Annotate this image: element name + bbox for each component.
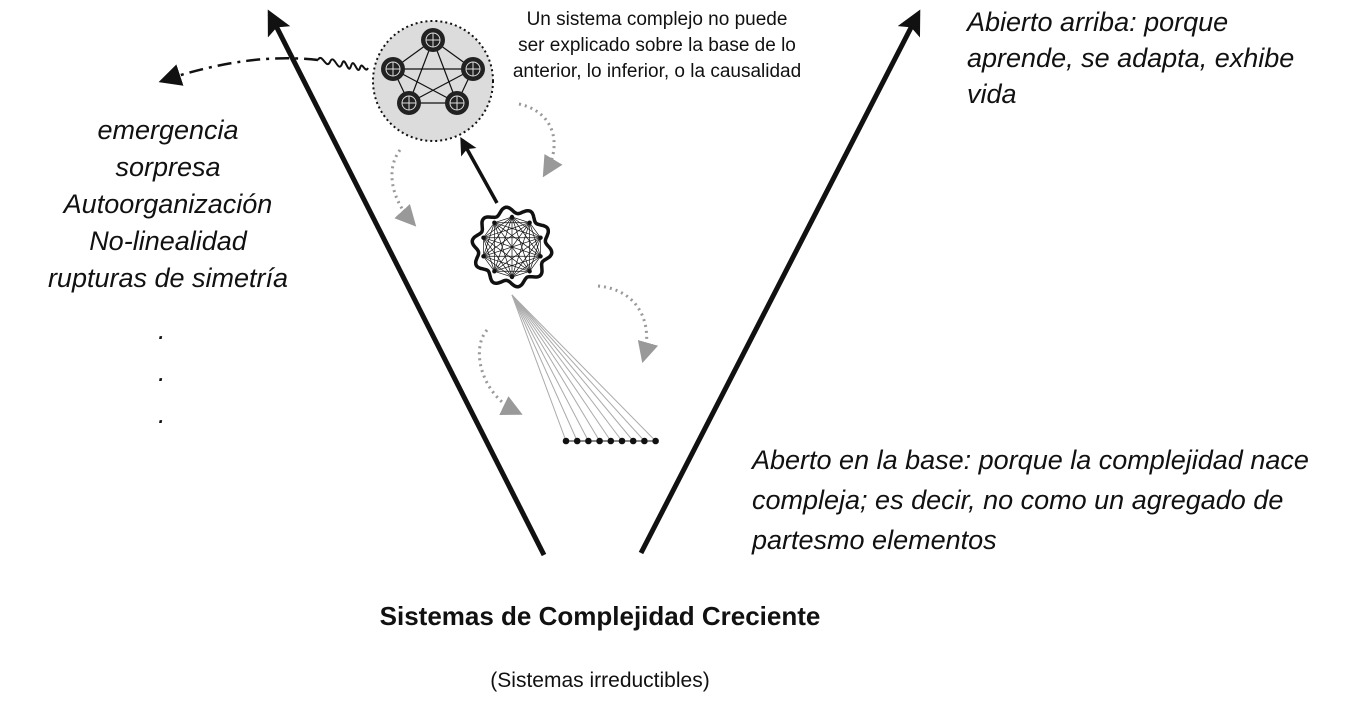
- wavy-squiggle: [317, 57, 369, 71]
- base-dots-row: [562, 437, 659, 445]
- diagram-subtitle: (Sistemas irreductibles): [490, 669, 710, 692]
- fan-line: [511, 294, 589, 442]
- emergent-properties-list: emergencia sorpresa Autoorganización No-…: [0, 112, 336, 297]
- callout-text: Un sistema complejo no puede ser explica…: [512, 9, 802, 82]
- network-edge: [529, 256, 541, 272]
- property-item: Autoorganización: [63, 189, 273, 219]
- network-edge: [483, 237, 513, 278]
- network-edge: [511, 216, 541, 257]
- right-axis-arrow: [638, 9, 921, 555]
- open-base-text: Aberto en la base: porque la complejidad…: [752, 445, 1309, 555]
- network-edge: [494, 255, 541, 272]
- network-edge: [483, 237, 495, 272]
- network-edge: [511, 216, 530, 224]
- fan-line: [511, 294, 567, 442]
- network-icon: [470, 205, 554, 289]
- network-edge: [511, 270, 530, 278]
- fan-line: [511, 294, 623, 442]
- property-item: emergencia: [97, 115, 239, 145]
- network-node: [538, 235, 543, 240]
- network-edge: [483, 222, 530, 239]
- network-edge: [494, 270, 513, 278]
- network-edge: [494, 222, 513, 278]
- left-axis-arrow: [267, 9, 547, 557]
- network-edge: [494, 222, 541, 257]
- network-edge: [483, 237, 530, 272]
- network-edge: [494, 222, 530, 272]
- ellipsis-dot: .: [158, 315, 166, 345]
- fan-line: [511, 294, 634, 442]
- dotted-curve-arrow-icon: [518, 102, 563, 178]
- property-item: sorpresa: [115, 152, 221, 182]
- network-edge: [483, 255, 513, 278]
- complex-system-circle: [372, 20, 494, 142]
- diagram-title: Sistemas de Complejidad Creciente: [379, 601, 821, 631]
- network-edge: [529, 222, 541, 238]
- network-node: [481, 254, 486, 259]
- network-edge: [483, 216, 513, 257]
- property-item: No-linealidad: [89, 226, 247, 256]
- network-edge: [511, 237, 541, 278]
- fan-line: [511, 294, 645, 442]
- fan-line: [511, 294, 601, 442]
- network-node: [538, 254, 543, 259]
- dotted-curve-arrow-icon: [477, 329, 523, 416]
- network-edge: [483, 222, 495, 238]
- network-outline: [470, 205, 554, 289]
- network-node: [527, 220, 532, 225]
- network-edge: [483, 256, 495, 272]
- network-edge: [483, 222, 495, 257]
- network-node: [527, 269, 532, 274]
- dotted-curve-arrow-icon: [390, 149, 417, 227]
- network-edge: [483, 255, 530, 272]
- ellipsis-dot: .: [158, 399, 166, 429]
- fan-line: [511, 294, 578, 442]
- property-item: rupturas de simetría: [47, 263, 289, 293]
- ellipsis-dot: .: [158, 357, 166, 387]
- network-node: [481, 235, 486, 240]
- open-top-text: Abierto arriba: porque aprende, se adapt…: [967, 7, 1295, 109]
- network-edge: [494, 222, 541, 239]
- fan-lines: [511, 294, 656, 442]
- network-node: [492, 220, 497, 225]
- network-node: [492, 269, 497, 274]
- network-edge: [494, 216, 513, 224]
- fan-line: [511, 294, 612, 442]
- network-node: [509, 214, 515, 220]
- dotted-curve-arrow-icon: [597, 284, 659, 364]
- fan-line: [511, 294, 656, 442]
- network-node: [509, 274, 515, 280]
- arrow-up-icon: [460, 136, 499, 204]
